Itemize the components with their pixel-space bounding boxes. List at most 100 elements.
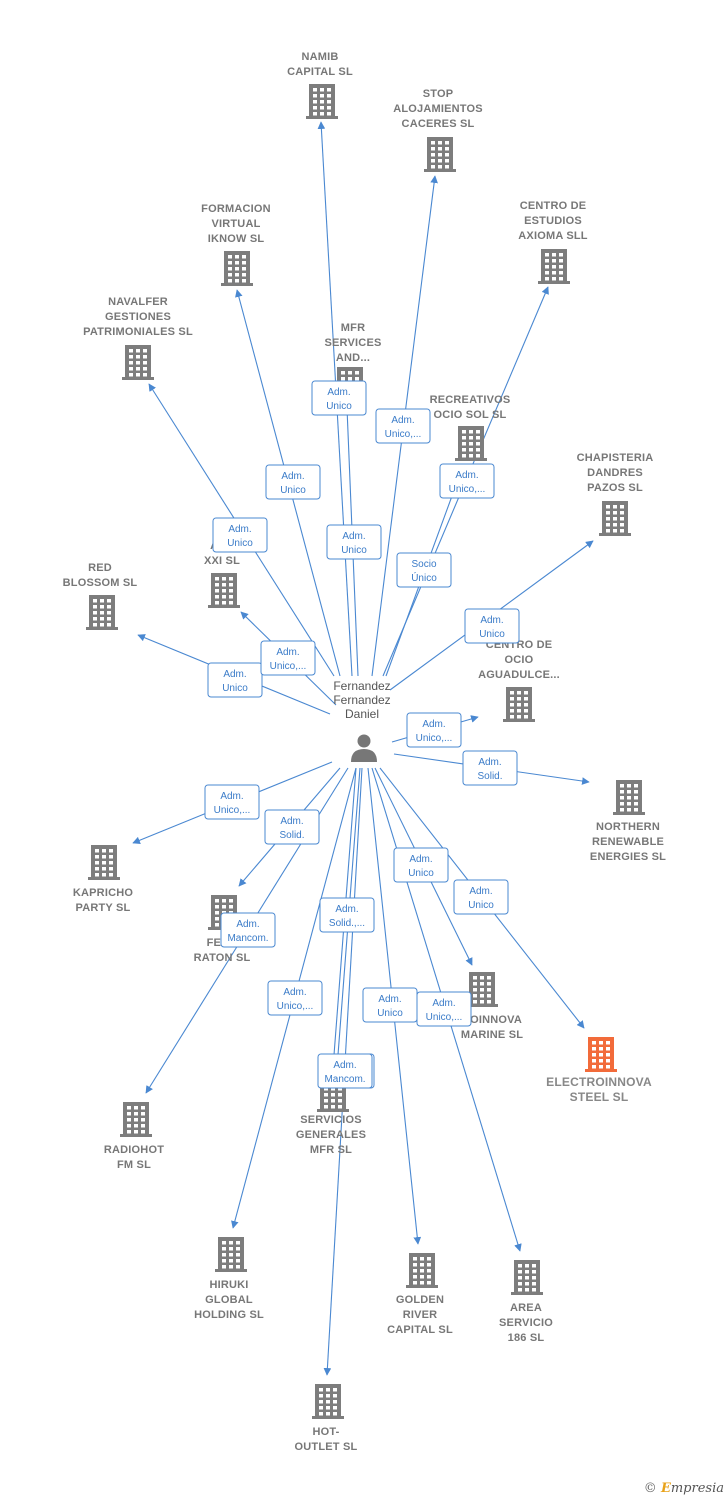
- company-name-line: CAPITAL SL: [387, 1324, 453, 1336]
- building-icon: [503, 687, 535, 722]
- edge-label-line: Unico: [341, 545, 367, 556]
- edge-label-marine[interactable]: Adm.Unico: [393, 847, 449, 883]
- edge-label-area[interactable]: Adm.Unico,...: [416, 991, 472, 1027]
- company-node-area[interactable]: AREA SERVICIO 186 SL: [499, 1260, 553, 1344]
- edge-label-line: Adm.: [333, 1060, 356, 1071]
- company-name-line: ESTUDIOS: [524, 215, 582, 227]
- building-icon: [306, 84, 338, 119]
- edge-labels-layer: Adm.UnicoAdm.Unico,...SocioÚnicoAdm.Unic…: [204, 380, 520, 1089]
- company-name-line: ROINNOVA: [462, 1014, 522, 1026]
- edge-label-line: Adm.: [480, 615, 503, 626]
- edge-label-northern[interactable]: Adm.Solid.: [462, 750, 518, 786]
- edge-label-golden[interactable]: Adm.Unico: [362, 987, 418, 1023]
- edge-label-hiruki[interactable]: Adm.Unico,...: [267, 980, 323, 1016]
- company-name-line: IKNOW SL: [208, 233, 265, 245]
- edge-label-line: Unico,...: [426, 1012, 463, 1023]
- edge-label-recreativos[interactable]: Adm.Unico,...: [439, 463, 495, 499]
- company-name-line: OCIO: [505, 654, 534, 666]
- edge-label-radiohot[interactable]: Adm.Mancom.: [220, 912, 276, 948]
- company-name-line: HIRUKI: [209, 1279, 248, 1291]
- edge-label-line: Adm.: [236, 919, 259, 930]
- company-name-line: ALOJAMIENTOS: [393, 103, 483, 115]
- company-name-line: RED: [88, 562, 112, 574]
- company-name-line: SERVICIO: [499, 1317, 553, 1329]
- company-name-line: VIRTUAL: [211, 218, 260, 230]
- company-name-line: MFR: [341, 322, 365, 334]
- edge-label-ars[interactable]: Adm.Unico,...: [260, 640, 316, 676]
- company-name-line: PATRIMONIALES SL: [83, 326, 193, 338]
- building-icon: [208, 573, 240, 608]
- edge-label-servicios[interactable]: Adm. Solid.,...: [319, 897, 375, 933]
- company-node-hotoutlet[interactable]: HOT-OUTLET SL: [295, 1384, 358, 1453]
- edge-label-stop[interactable]: Adm.Unico,...: [375, 408, 431, 444]
- building-icon: [424, 137, 456, 172]
- edge-label-line: Unico: [280, 485, 306, 496]
- edge-label-navalfer[interactable]: Adm. Unico: [212, 517, 268, 553]
- edge-label-line: Adm.: [455, 470, 478, 481]
- edge-label-line: Adm.: [228, 524, 251, 535]
- edge-label-line: Adm.: [422, 719, 445, 730]
- company-name-line: KAPRICHO: [73, 887, 134, 899]
- building-icon: [88, 845, 120, 880]
- company-name-line: 186 SL: [508, 1332, 545, 1344]
- edge-label-namib[interactable]: Adm. Unico: [311, 380, 367, 416]
- building-icon: [221, 251, 253, 286]
- company-name-line: AND...: [336, 352, 370, 364]
- company-name-line: ENERGIES SL: [590, 851, 666, 863]
- company-name-line: RIVER: [403, 1309, 438, 1321]
- company-name-line: MFR SL: [310, 1144, 352, 1156]
- edge-label-kapricho[interactable]: Adm.Unico,...: [204, 784, 260, 820]
- building-icon: [312, 1384, 344, 1419]
- edge-label-line: Unico: [326, 401, 352, 412]
- edge-label-aguadulce[interactable]: Adm. Unico,...: [406, 712, 462, 748]
- edge-label-line: Unico: [468, 900, 494, 911]
- brand-logo-rest: mpresia: [670, 1481, 724, 1496]
- company-name-line: NAMIB: [301, 51, 338, 63]
- edge-label-line: Solid.: [279, 830, 304, 841]
- company-name-line: OCIO SOL SL: [434, 409, 507, 421]
- edge-label-steel[interactable]: Adm.Unico: [453, 879, 509, 915]
- copyright-symbol: ©: [643, 1481, 657, 1496]
- edge-label-line: Unico,...: [416, 733, 453, 744]
- edge-label-chapisteria[interactable]: Adm. Unico: [464, 608, 520, 644]
- edge-label-line: Unico: [479, 629, 505, 640]
- edge-label-line: Unico: [227, 538, 253, 549]
- edge-label-red[interactable]: Adm.Unico: [207, 662, 263, 698]
- edge-label-line: Adm.: [478, 757, 501, 768]
- edge-label-line: Adm.: [281, 471, 304, 482]
- edge-label-line: Solid.,...: [329, 918, 365, 929]
- edge-label-line: Adm.: [378, 994, 401, 1005]
- company-name-line: STEEL SL: [570, 1090, 629, 1104]
- edge-label-fernraton[interactable]: Adm.Solid.: [264, 809, 320, 845]
- company-name-line: NAVALFER: [108, 296, 168, 308]
- edge-label-line: Adm.: [335, 904, 358, 915]
- edge-label-hotoutlet[interactable]: Adm.Mancom.: [317, 1053, 373, 1089]
- building-icon: [466, 972, 498, 1007]
- edge-label-formacion[interactable]: Adm. Unico: [265, 464, 321, 500]
- company-name-line: AREA: [510, 1302, 542, 1314]
- company-name-line: SERVICIOS: [300, 1114, 362, 1126]
- company-node-aguadulce[interactable]: CENTRO DEOCIOAGUADULCE...: [478, 639, 560, 722]
- edge-label-mfr[interactable]: Adm.Unico: [326, 524, 382, 560]
- edge-label-line: Adm.: [223, 669, 246, 680]
- edge-label-line: Adm.: [327, 387, 350, 398]
